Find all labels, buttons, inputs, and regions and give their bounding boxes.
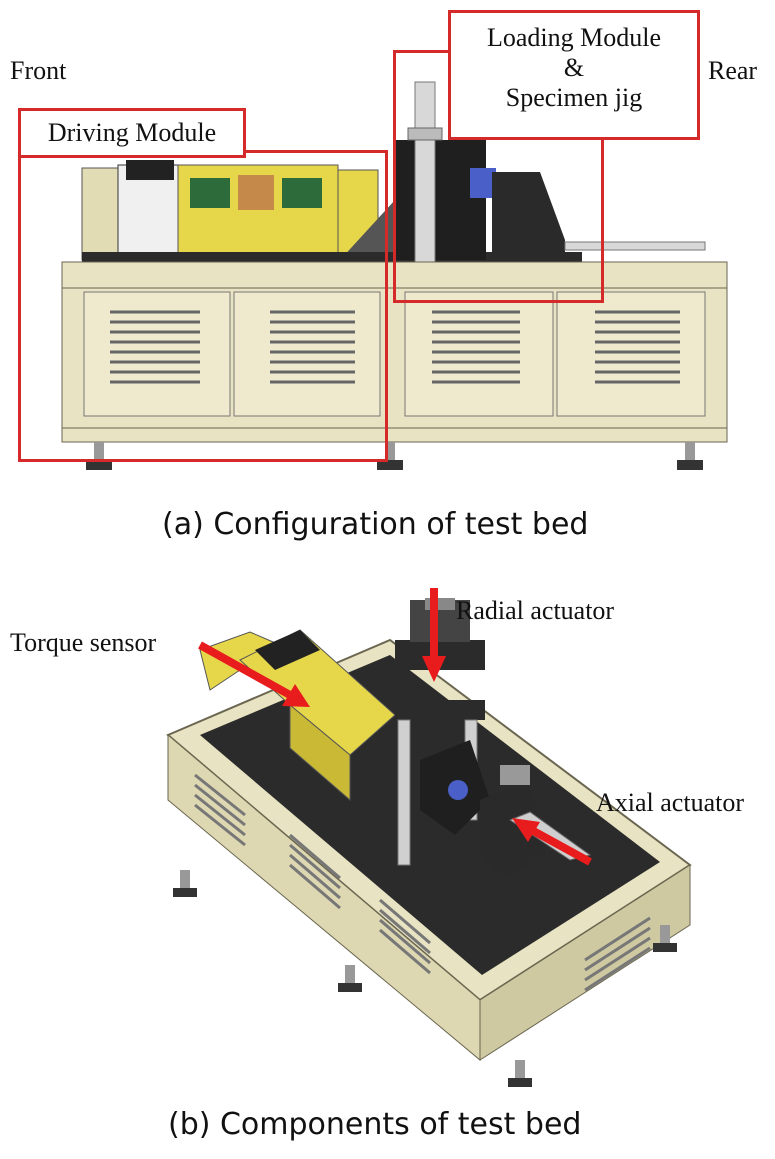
driving-module-label: Driving Module [18, 108, 246, 158]
torque-sensor-label: Torque sensor [10, 628, 157, 657]
front-label: Front [10, 56, 67, 85]
axial-actuator-arrow [512, 818, 592, 866]
caption-a: (a) Configuration of test bed [162, 507, 589, 542]
loading-module-line-1: Loading Module [486, 23, 662, 52]
rear-label: Rear [708, 56, 758, 85]
torque-sensor-arrow [198, 641, 310, 707]
loading-module-line-3: Specimen jig [505, 83, 643, 112]
radial-actuator-arrow [422, 588, 446, 682]
caption-b: (b) Components of test bed [168, 1107, 582, 1142]
loading-module-label: Loading Module & Specimen jig [448, 10, 700, 140]
radial-actuator-label: Radial actuator [456, 596, 615, 625]
loading-module-line-2: & [563, 53, 585, 82]
axial-actuator-label: Axial actuator [596, 788, 744, 817]
